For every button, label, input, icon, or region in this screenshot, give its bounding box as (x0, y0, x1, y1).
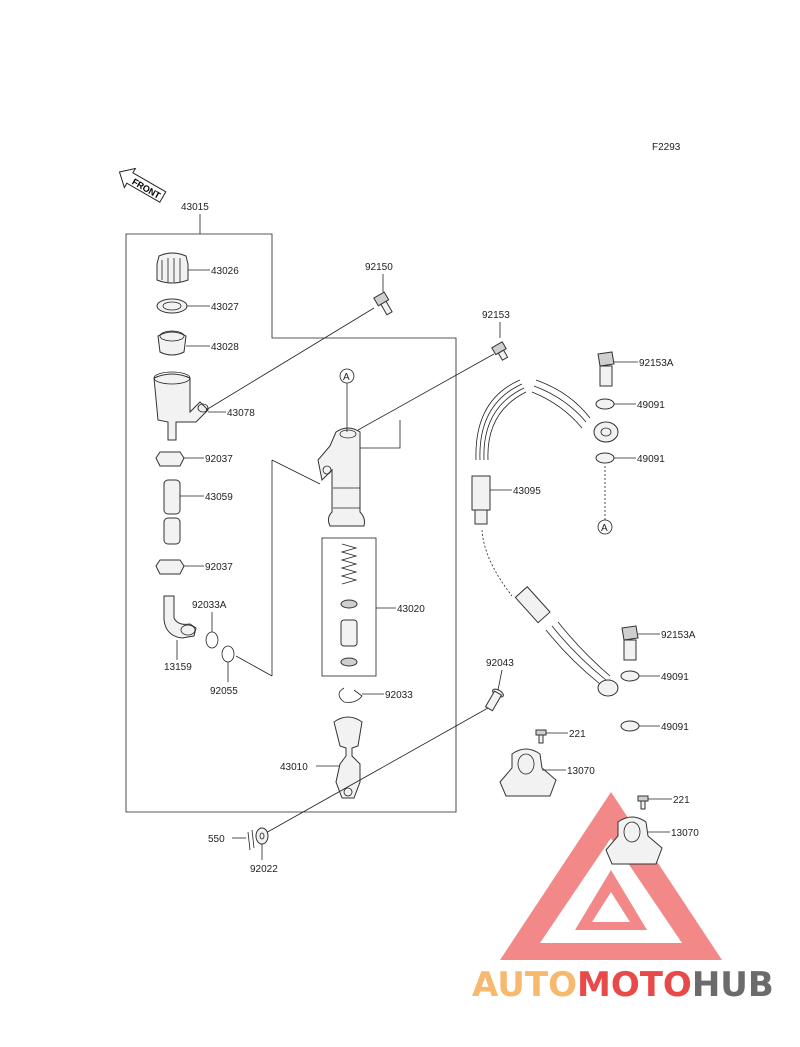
piston (340, 619, 358, 647)
banjo-bolt-92153A-bottom (621, 625, 639, 661)
bolt-92153 (491, 341, 509, 361)
label-92150: 92150 (365, 262, 393, 273)
piston-spring (340, 543, 358, 585)
label-49091-3: 49091 (661, 672, 689, 683)
label-92033: 92033 (385, 690, 413, 701)
label-92022: 92022 (250, 864, 278, 875)
watermark-hub: HUB (692, 965, 774, 1005)
reservoir-43078 (153, 371, 209, 441)
washer-49091-1 (595, 398, 615, 410)
diaphragm-43028 (157, 330, 187, 356)
label-43015: 43015 (181, 202, 209, 213)
label-13070-lower: 13070 (671, 828, 699, 839)
watermark-text: AUTOMOTOHUB (472, 965, 774, 1005)
label-92153A-top: 92153A (639, 358, 674, 369)
hose-segment (163, 517, 181, 545)
washer-49091-2 (595, 452, 615, 464)
piston-kit-43020-box (321, 537, 377, 677)
clamp-92037-lower (155, 559, 185, 575)
screw-221-upper (535, 729, 547, 744)
label-92037-lower: 92037 (205, 562, 233, 573)
circlip-92033 (338, 687, 363, 703)
label-43028: 43028 (211, 342, 239, 353)
elbow-13159 (163, 595, 197, 639)
banjo-bolt-92153A-top (597, 351, 615, 387)
label-43020: 43020 (397, 604, 425, 615)
clamp-13070-lower (605, 816, 663, 865)
label-49091-4: 49091 (661, 722, 689, 733)
master-cylinder-body (317, 427, 365, 527)
label-221-upper: 221 (569, 729, 586, 740)
label-92153A-bottom: 92153A (661, 630, 696, 641)
callout-a-top-letter: A (343, 372, 350, 383)
label-43078: 43078 (227, 408, 255, 419)
label-221-lower: 221 (673, 795, 690, 806)
clamp-92037-upper (155, 451, 185, 467)
watermark-auto: AUTO (472, 965, 577, 1005)
washer-49091-4 (620, 720, 640, 732)
pin-92043 (484, 688, 504, 712)
oring-92055 (221, 645, 235, 663)
plate-43027 (156, 298, 188, 314)
cotter-pin-550 (247, 829, 255, 851)
label-92153: 92153 (482, 310, 510, 321)
seal-2 (340, 657, 358, 667)
callout-a-right (597, 519, 613, 535)
clamp-13070-upper (499, 748, 557, 797)
washer-49091-3 (620, 670, 640, 682)
label-13159: 13159 (164, 662, 192, 673)
brake-hose-43095 (471, 379, 619, 697)
washer-92022 (255, 827, 269, 845)
cap-43026 (156, 252, 189, 284)
push-rod-43010 (333, 716, 363, 799)
label-49091-1: 49091 (637, 400, 665, 411)
label-92043: 92043 (486, 658, 514, 669)
bolt-92150 (373, 291, 393, 316)
label-550: 550 (208, 834, 225, 845)
label-13070-upper: 13070 (567, 766, 595, 777)
label-92055: 92055 (210, 686, 238, 697)
watermark-logo (500, 792, 722, 960)
label-92037-upper: 92037 (205, 454, 233, 465)
label-43010: 43010 (280, 762, 308, 773)
label-43026: 43026 (211, 266, 239, 277)
label-43059: 43059 (205, 492, 233, 503)
watermark-moto: MOTO (577, 965, 692, 1005)
front-arrow-icon: FRONT (118, 167, 167, 203)
figure-code: F2293 (652, 142, 681, 153)
circlip-92033A (205, 631, 219, 649)
assembly-43015-outline (125, 214, 457, 813)
callout-a-right-letter: A (601, 523, 608, 534)
seal-1 (340, 599, 358, 609)
screw-221-lower (637, 795, 649, 810)
label-49091-2: 49091 (637, 454, 665, 465)
label-43027: 43027 (211, 302, 239, 313)
label-92033A: 92033A (192, 600, 227, 611)
hose-43059 (163, 479, 181, 515)
label-43095: 43095 (513, 486, 541, 497)
